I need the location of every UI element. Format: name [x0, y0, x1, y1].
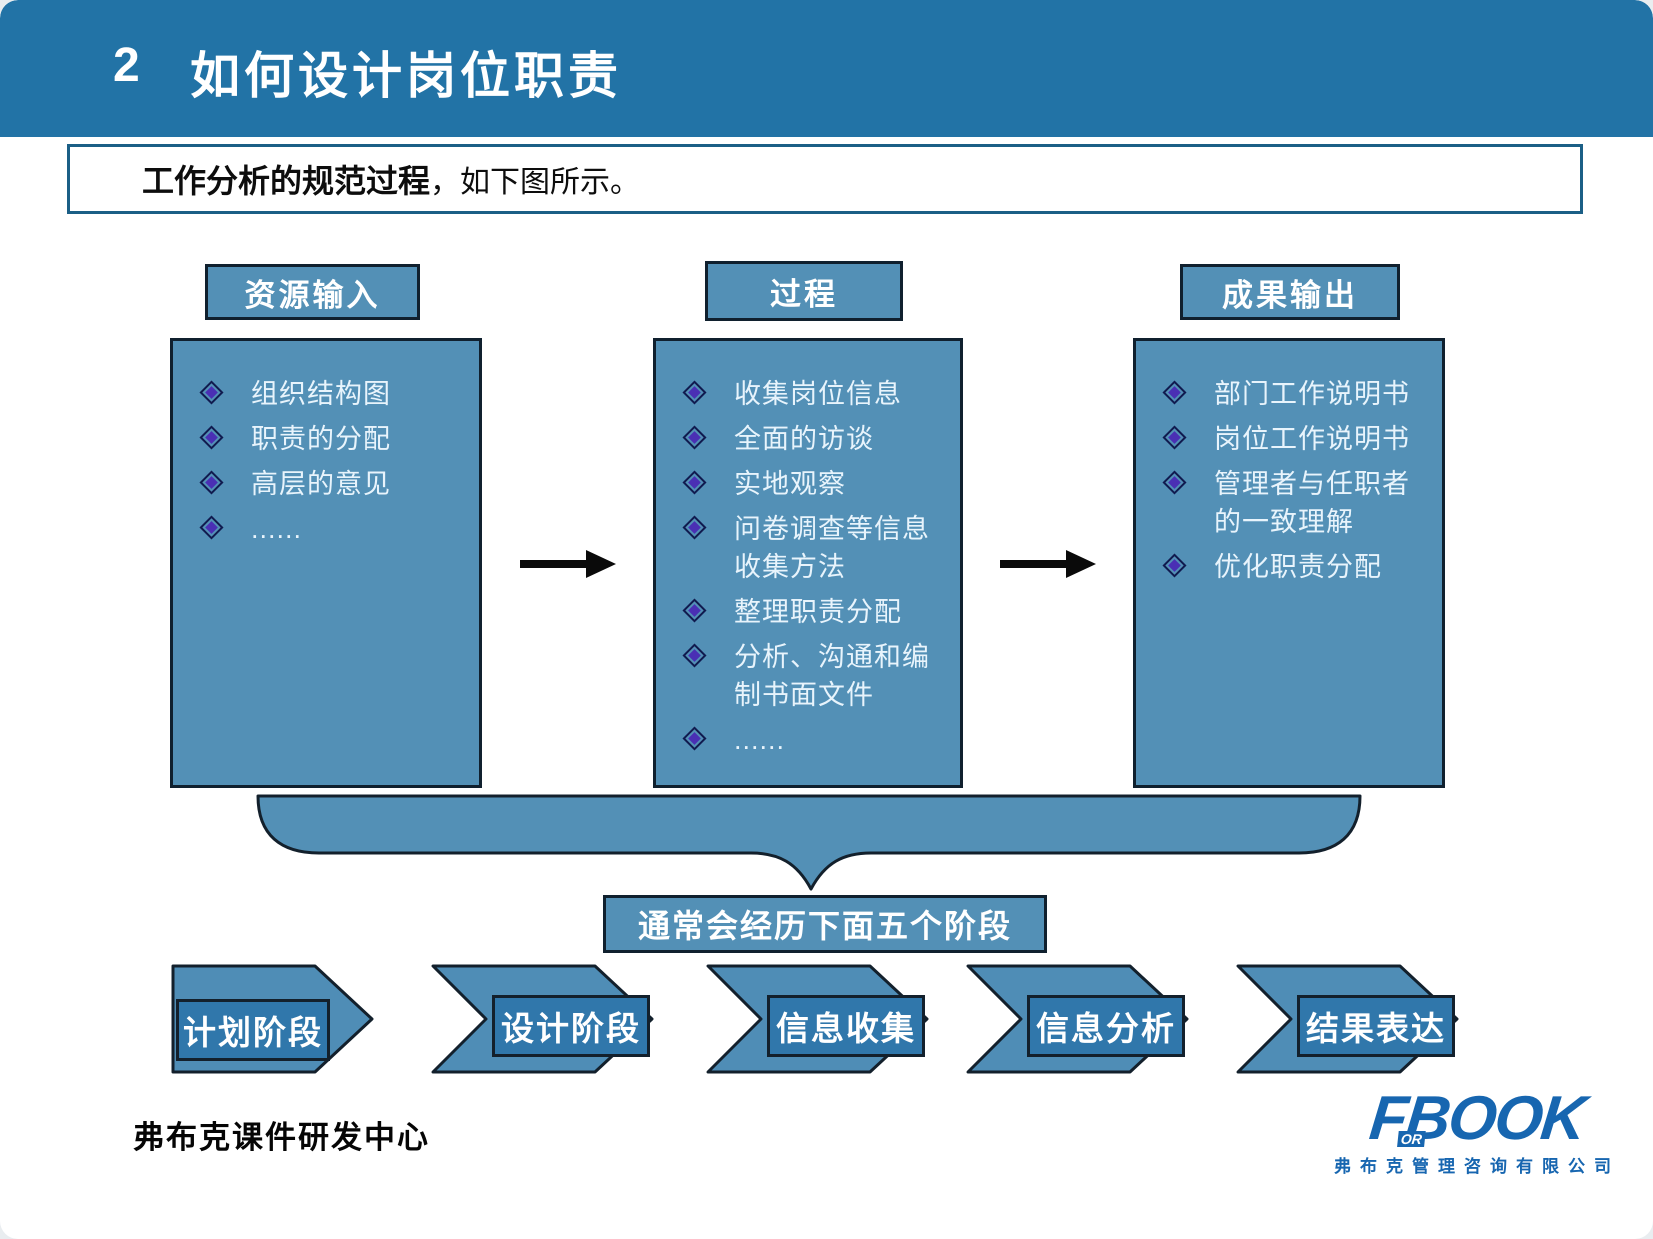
diamond-bullet-icon: [195, 510, 251, 540]
diamond-bullet-icon: [678, 375, 734, 405]
diamond-bullet-icon: [678, 721, 734, 751]
page-title: 如何设计岗位职责: [190, 48, 622, 104]
subtitle-rest: ，如下图所示。: [430, 166, 641, 199]
stage-label: 结果表达: [1297, 995, 1455, 1057]
list-item: 整理职责分配: [678, 593, 950, 631]
stage-plan: 计划阶段: [170, 963, 375, 1075]
diamond-bullet-icon: [195, 375, 251, 405]
list-item: 岗位工作说明书: [1158, 420, 1432, 458]
diamond-bullet-icon: [1158, 375, 1214, 405]
diamond-bullet-icon: [678, 593, 734, 623]
list-item: 高层的意见: [195, 465, 469, 503]
logo-wordmark: FBOOK OR: [1366, 1084, 1588, 1153]
right-arrow-icon: [520, 550, 616, 578]
logo-or-label: OR: [1397, 1131, 1426, 1147]
list-item: 问卷调查等信息收集方法: [678, 510, 950, 586]
diamond-bullet-icon: [195, 420, 251, 450]
subtitle-box: 工作分析的规范过程，如下图所示。: [67, 144, 1583, 214]
footer-text: 弗布克课件研发中心: [133, 1120, 430, 1155]
diamond-bullet-icon: [1158, 548, 1214, 578]
diamond-bullet-icon: [1158, 465, 1214, 495]
company-logo: FBOOK OR 弗布克管理咨询有限公司: [1332, 1084, 1622, 1177]
diamond-bullet-icon: [195, 465, 251, 495]
logo-company-name: 弗布克管理咨询有限公司: [1334, 1157, 1620, 1176]
list-item: 全面的访谈: [678, 420, 950, 458]
diamond-bullet-icon: [678, 420, 734, 450]
list-item: 部门工作说明书: [1158, 375, 1432, 413]
subtitle-bold: 工作分析的规范过程: [142, 163, 431, 199]
input-item-list: 组织结构图 职责的分配 高层的意见 ......: [195, 375, 469, 548]
stage-info-collect: 信息收集: [705, 963, 930, 1075]
stage-label: 设计阶段: [492, 995, 650, 1057]
stage-label: 计划阶段: [176, 999, 330, 1061]
process-box: 收集岗位信息 全面的访谈 实地观察 问卷调查等信息收集方法: [653, 338, 963, 788]
diamond-bullet-icon: [678, 465, 734, 495]
column-header-output: 成果输出: [1180, 264, 1400, 320]
column-header-process: 过程: [705, 261, 903, 321]
diamond-bullet-icon: [678, 510, 734, 540]
stage-info-analyze: 信息分析: [965, 963, 1190, 1075]
list-item: 分析、沟通和编制书面文件: [678, 638, 950, 714]
right-arrow-icon: [1000, 550, 1096, 578]
list-item: 实地观察: [678, 465, 950, 503]
diamond-bullet-icon: [1158, 420, 1214, 450]
input-box: 组织结构图 职责的分配 高层的意见 ......: [170, 338, 482, 788]
list-item: 职责的分配: [195, 420, 469, 458]
output-item-list: 部门工作说明书 岗位工作说明书 管理者与任职者的一致理解 优化职责分配: [1158, 375, 1432, 586]
slide-number: 2: [113, 39, 140, 92]
column-header-input: 资源输入: [205, 264, 420, 320]
output-box: 部门工作说明书 岗位工作说明书 管理者与任职者的一致理解 优化职责分配: [1133, 338, 1445, 788]
list-item: 组织结构图: [195, 375, 469, 413]
stage-design: 设计阶段: [430, 963, 655, 1075]
list-item: ......: [678, 721, 950, 759]
list-item: 收集岗位信息: [678, 375, 950, 413]
header-band: 2 如何设计岗位职责: [0, 0, 1653, 137]
stage-summary-box: 通常会经历下面五个阶段: [603, 895, 1047, 953]
stage-result-express: 结果表达: [1235, 963, 1460, 1075]
brace-down-icon: [256, 794, 1362, 891]
diamond-bullet-icon: [678, 638, 734, 668]
list-item: 优化职责分配: [1158, 548, 1432, 586]
stage-label: 信息分析: [1027, 995, 1185, 1057]
stage-label: 信息收集: [767, 995, 925, 1057]
process-item-list: 收集岗位信息 全面的访谈 实地观察 问卷调查等信息收集方法: [678, 375, 950, 759]
list-item: ......: [195, 510, 469, 548]
list-item: 管理者与任职者的一致理解: [1158, 465, 1432, 541]
